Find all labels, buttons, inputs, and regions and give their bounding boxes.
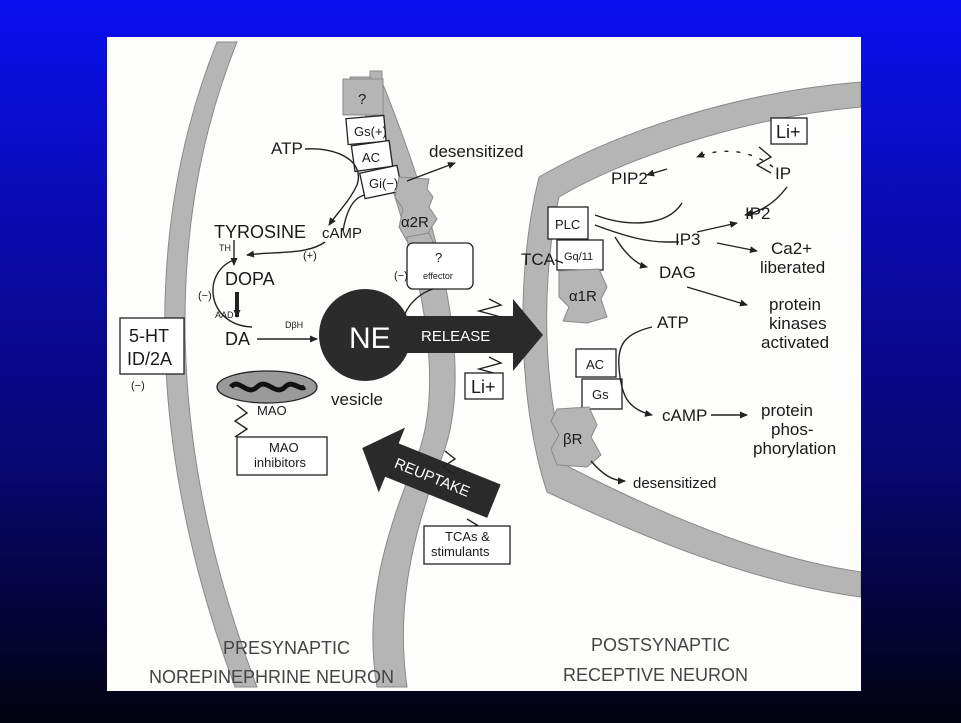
postsynaptic-line1: POSTSYNAPTIC [591, 635, 730, 655]
pk-line2: kinases [769, 314, 827, 333]
alpha1r-label: α1R [569, 288, 597, 305]
desensitized-top-label: desensitized [429, 142, 524, 161]
5ht-line1: 5-HT [129, 326, 169, 346]
desensitized-bottom-label: desensitized [633, 475, 716, 492]
presynaptic-line2: NOREPINEPHRINE NEURON [149, 667, 394, 687]
mao-inhib-line1: MAO [269, 440, 299, 455]
presynaptic-line1: PRESYNAPTIC [223, 638, 350, 658]
neurotransmission-diagram: ? Gs(+) AC Gi(−) α2R ATP desensitized TY… [107, 37, 861, 691]
atp-left-label: ATP [271, 139, 303, 158]
da-label: DA [225, 329, 250, 349]
gs-right-label: Gs [592, 387, 609, 402]
li-top-label: Li+ [776, 122, 801, 142]
plus-small-label: (+) [303, 250, 317, 262]
pip2-label: PIP2 [611, 169, 648, 188]
mao-label: MAO [257, 403, 287, 418]
pk-line1: protein [769, 295, 821, 314]
ip-label: IP [775, 164, 791, 183]
release-label: RELEASE [421, 328, 490, 345]
pp-line1: protein [761, 401, 813, 420]
pk-line3: activated [761, 333, 829, 352]
camp-left-label: cAMP [322, 225, 362, 242]
postsynaptic-line2: RECEPTIVE NEURON [563, 665, 748, 685]
ip3-label: IP3 [675, 230, 701, 249]
minus-5ht-label: (−) [131, 380, 145, 392]
ac-top-label: AC [362, 150, 380, 165]
tyrosine-label: TYROSINE [214, 222, 306, 242]
plc-label: PLC [555, 217, 580, 232]
gq11-label: Gq/11 [564, 251, 593, 263]
mao-inhib-line2: inhibitors [254, 455, 307, 470]
gs-plus-label: Gs(+) [354, 124, 387, 139]
vesicle-label: vesicle [331, 390, 383, 409]
minus-effector-label: (−) [394, 270, 408, 282]
diagram-svg: ? Gs(+) AC Gi(−) α2R ATP desensitized TY… [107, 37, 861, 691]
unknown-receptor-label: ? [358, 91, 366, 108]
dag-label: DAG [659, 263, 696, 282]
alpha2r-label: α2R [401, 214, 429, 231]
ne-label: NE [349, 322, 391, 355]
effector-label: effector [423, 271, 453, 281]
tca-post-label: TCA [521, 250, 556, 269]
gi-minus-label: Gi(−) [369, 176, 398, 191]
liberated-label: liberated [760, 258, 825, 277]
dbh-label: DβH [285, 320, 303, 330]
minus-dopa-label: (−) [198, 290, 212, 302]
atp-right-label: ATP [657, 313, 689, 332]
ip2-label: IP2 [745, 204, 771, 223]
ca-label: Ca2+ [771, 239, 812, 258]
ac-right-label: AC [586, 357, 604, 372]
5ht-line2: ID/2A [127, 349, 172, 369]
tcas-line1: TCAs & [445, 529, 490, 544]
tcas-line2: stimulants [431, 544, 490, 559]
pp-line2: phos- [771, 420, 814, 439]
beta-r-label: βR [563, 431, 583, 448]
camp-right-label: cAMP [662, 406, 707, 425]
aad-label: AAD [215, 310, 234, 320]
th-label: TH [219, 243, 231, 253]
pp-line3: phorylation [753, 439, 836, 458]
dopa-label: DOPA [225, 269, 275, 289]
effector-question-label: ? [435, 250, 442, 265]
li-release-label: Li+ [471, 377, 496, 397]
